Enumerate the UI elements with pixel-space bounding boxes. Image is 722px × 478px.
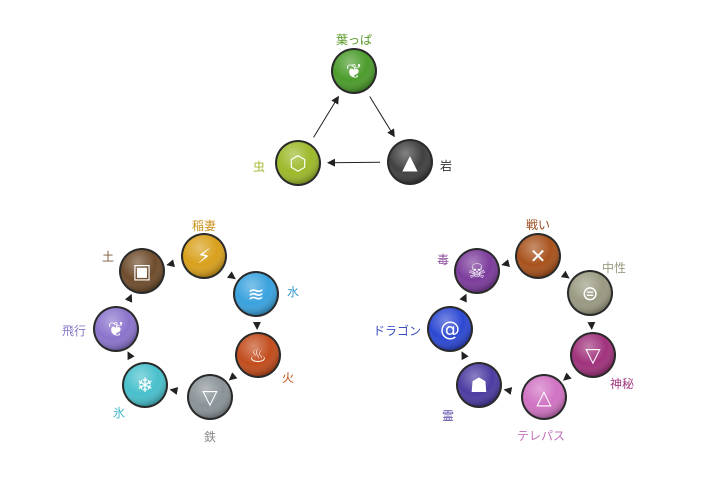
type-label-leaf: 葉っぱ (336, 33, 372, 47)
arrow-bug-to-leaf (313, 95, 339, 138)
type-node-fire[interactable]: ♨火 (235, 332, 294, 385)
type-node-ice[interactable]: ❄氷 (113, 362, 168, 420)
node-shine (517, 235, 559, 277)
type-node-psychic[interactable]: △ テレパス (517, 374, 567, 443)
rock-icon: ▲ (402, 150, 418, 174)
skull-icon: ☠ (468, 259, 486, 283)
type-label-earth: 土 (102, 250, 114, 264)
honeycomb-icon: ⬡ (289, 151, 306, 175)
node-shine (189, 376, 231, 418)
node-shine (572, 334, 614, 376)
node-shine (456, 250, 498, 292)
arrow-fight-to-poison (501, 259, 511, 268)
arrow-fight-to-neutral (560, 270, 570, 279)
wings-icon: ❦ (108, 317, 125, 341)
type-label-flying: 飛行 (62, 324, 86, 338)
dragon-icon: @ (440, 317, 460, 341)
type-label-ice: 氷 (113, 406, 125, 420)
type-label-psychic: テレパス (517, 429, 565, 443)
node-shine (183, 235, 225, 277)
arrow-psychic-to-ghost (503, 387, 513, 395)
type-label-electric: 稲妻 (192, 219, 216, 233)
cycle-elements: ⚡稲妻≋水♨火▽鉄❄氷❦飛行▣土 (62, 219, 299, 444)
type-node-fight[interactable]: ✕ 戦い (515, 218, 561, 279)
type-node-bug[interactable]: ⬡虫 (253, 140, 321, 186)
type-node-rock[interactable]: ▲岩 (387, 139, 452, 185)
type-node-mystic[interactable]: ▽ 神秘 (570, 332, 634, 391)
type-node-leaf[interactable]: ❦ 葉っぱ (331, 33, 377, 94)
arrow-steel-to-ice (169, 387, 179, 395)
type-node-neutral[interactable]: ⊜中性 (567, 260, 626, 316)
type-label-steel: 鉄 (204, 429, 216, 444)
type-node-ghost[interactable]: ☗霊 (442, 362, 502, 423)
type-label-poison: 毒 (437, 253, 449, 267)
triangle-down-icon: ▽ (202, 385, 218, 409)
node-shine (523, 376, 565, 418)
arrow-fire-to-steel (228, 372, 238, 381)
type-label-water: 水 (287, 285, 299, 299)
node-shine (429, 308, 471, 350)
cycle-nature: ❦葉っぱ▲岩⬡虫 (253, 33, 452, 186)
node-shine (237, 334, 279, 376)
type-node-flying[interactable]: ❦ 飛行 (62, 306, 139, 352)
mystic-triangle-icon: ▽ (585, 343, 601, 367)
node-shine (389, 141, 431, 183)
node-shine (235, 273, 277, 315)
crossed-swords-icon: ✕ (530, 244, 547, 268)
leaf-icon: ❦ (346, 59, 363, 83)
type-label-ghost: 霊 (442, 409, 454, 423)
type-label-fight: 戦い (526, 218, 550, 232)
fire-icon: ♨ (249, 343, 267, 367)
node-shine (95, 308, 137, 350)
type-label-rock: 岩 (440, 158, 452, 173)
type-label-bug: 虫 (253, 160, 265, 174)
arrow-electric-to-water (226, 271, 236, 280)
node-shine (277, 142, 319, 184)
type-node-steel[interactable]: ▽鉄 (187, 374, 233, 444)
equals-circle-icon: ⊜ (582, 281, 599, 305)
node-shine (124, 364, 166, 406)
node-shine (458, 364, 500, 406)
arrow-ghost-to-dragon (461, 351, 469, 361)
arrow-mystic-to-psychic (562, 372, 572, 381)
type-node-dragon[interactable]: @ ドラゴン (373, 306, 473, 352)
type-label-fire: 火 (282, 371, 294, 385)
arrow-dragon-to-poison (459, 293, 467, 303)
type-node-earth[interactable]: ▣土 (102, 248, 165, 294)
snowflake-icon: ❄ (137, 373, 154, 397)
type-node-electric[interactable]: ⚡ 稲妻 (181, 219, 227, 279)
cycle-spirit: ✕戦い⊜中性▽神秘△テレパス☗霊@ドラゴン☠毒 (373, 218, 634, 443)
node-shine (121, 250, 163, 292)
type-node-poison[interactable]: ☠毒 (437, 248, 500, 294)
node-shine (333, 50, 375, 92)
arrow-leaf-to-rock (369, 96, 395, 138)
ghost-icon: ☗ (470, 373, 488, 397)
arrow-flying-to-earth (124, 293, 133, 303)
type-label-mystic: 神秘 (610, 377, 634, 391)
type-label-dragon: ドラゴン (373, 323, 421, 338)
square-icon: ▣ (133, 259, 152, 283)
type-node-water[interactable]: ≋水 (233, 271, 299, 317)
eye-triangle-icon: △ (536, 385, 552, 409)
arrow-ice-to-flying (127, 351, 135, 361)
node-shine (569, 272, 611, 314)
lightning-icon: ⚡ (197, 244, 211, 268)
wave-icon: ≋ (248, 282, 265, 306)
arrow-electric-to-earth (166, 259, 176, 268)
type-label-neutral: 中性 (602, 260, 626, 275)
